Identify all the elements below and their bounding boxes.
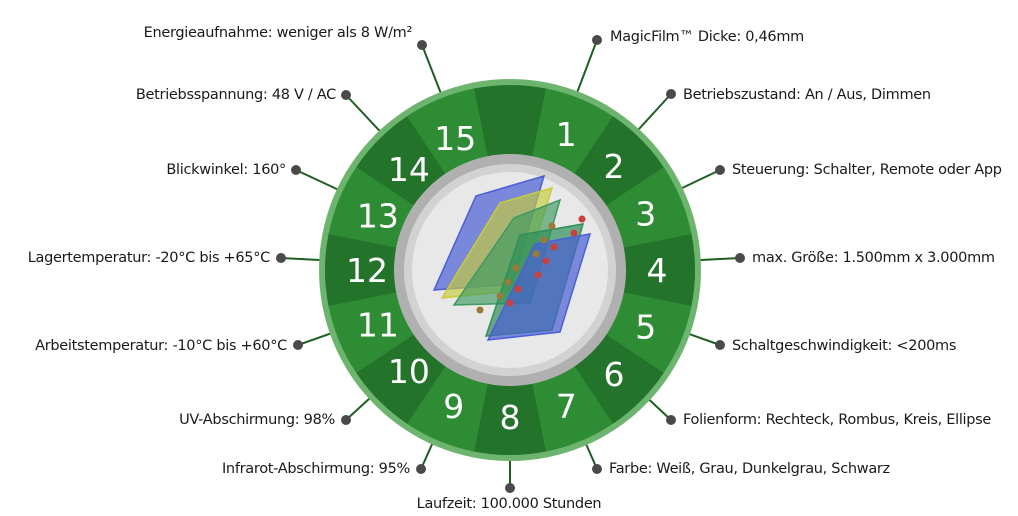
segment-number-1: 1 [556, 115, 577, 154]
connector-dot-8 [505, 483, 515, 493]
connector-line-13 [295, 169, 342, 193]
film-layer-5 [486, 233, 592, 341]
segment-number-12: 12 [346, 251, 388, 290]
segment-number-10: 10 [388, 352, 430, 391]
feature-label-8: Laufzeit: 100.000 Stunden [416, 496, 602, 512]
connector-line-3 [677, 169, 721, 191]
connector-dot-13 [291, 165, 301, 175]
particle [504, 278, 512, 286]
segment-1 [531, 88, 613, 179]
feature-label-11: Arbeitstemperatur: -10°C bis +60°C [35, 338, 287, 354]
particle [506, 299, 514, 307]
connector-dot-11 [293, 340, 303, 350]
connector-line-9 [420, 439, 435, 470]
connector-line-7 [583, 440, 598, 470]
feature-label-13: Blickwinkel: 160° [166, 162, 286, 178]
segment-number-15: 15 [434, 119, 476, 158]
segment-14 [356, 116, 449, 209]
segment-10 [356, 331, 449, 424]
segment-2 [571, 116, 664, 209]
segment-3 [601, 167, 692, 249]
particle [534, 271, 542, 279]
connector-dot-14 [341, 90, 351, 100]
connector-line-15 [421, 44, 444, 98]
feature-label-9: Infrarot-Abschirmung: 95% [221, 461, 410, 477]
connector-line-1 [574, 39, 598, 97]
connector-dot-2 [666, 89, 676, 99]
feature-label-5: Schaltgeschwindigkeit: <200ms [732, 338, 957, 354]
feature-label-14: Betriebsspannung: 48 V / AC [135, 87, 336, 103]
particle [540, 236, 548, 244]
segment-number-11: 11 [357, 306, 399, 345]
connector-line-12 [280, 257, 325, 262]
segment-13 [328, 167, 419, 249]
feature-label-7: Farbe: Weiß, Grau, Dunkelgrau, Schwarz [609, 461, 890, 477]
particle [542, 257, 550, 265]
segment-9 [407, 361, 489, 452]
connector-dot-6 [666, 415, 676, 425]
segment-number-9: 9 [443, 387, 464, 426]
particle [532, 250, 540, 258]
feature-label-1: MagicFilm™ Dicke: 0,46mm [610, 29, 804, 45]
segment-number-14: 14 [388, 150, 430, 189]
segment-11 [328, 291, 419, 373]
connector-dot-5 [715, 340, 725, 350]
connector-line-4 [695, 257, 741, 262]
particle [570, 229, 578, 237]
feature-label-10: UV-Abschirmung: 98% [179, 412, 335, 428]
segment-blank [473, 84, 547, 163]
feature-label-2: Betriebszustand: An / Aus, Dimmen [683, 87, 931, 103]
connector-dot-9 [416, 464, 426, 474]
connector-line-6 [645, 396, 672, 421]
connector-line-11 [297, 331, 335, 346]
feature-label-6: Folienform: Rechteck, Rombus, Kreis, Ell… [683, 412, 992, 428]
connector-line-5 [684, 331, 721, 346]
feature-label-15: Energieaufnahme: weniger als 8 W/m² [143, 25, 413, 41]
particle [578, 215, 586, 223]
segment-number-2: 2 [603, 147, 624, 186]
connector-line-10 [345, 394, 374, 421]
connector-line-2 [634, 93, 672, 134]
segment-6 [571, 331, 664, 424]
connector-dot-15 [417, 40, 427, 50]
connector-dot-3 [715, 165, 725, 175]
particle [514, 285, 522, 293]
connector-dot-4 [735, 253, 745, 263]
segment-5 [601, 291, 692, 373]
connector-dot-10 [341, 415, 351, 425]
particle [512, 264, 520, 272]
particle [476, 306, 484, 314]
segment-number-4: 4 [647, 251, 668, 290]
connector-line-14 [345, 94, 384, 135]
segment-number-5: 5 [635, 307, 656, 346]
feature-label-4: max. Größe: 1.500mm x 3.000mm [752, 250, 995, 266]
segment-number-8: 8 [500, 398, 521, 437]
particle [496, 292, 504, 300]
particle [548, 222, 556, 230]
segment-7 [531, 361, 613, 452]
segment-number-13: 13 [357, 196, 399, 235]
feature-label-12: Lagertemperatur: -20°C bis +65°C [27, 250, 271, 266]
segment-8 [473, 377, 547, 456]
segment-12 [325, 233, 403, 307]
segment-4 [617, 233, 695, 307]
particle [550, 243, 558, 251]
segment-number-6: 6 [603, 355, 624, 394]
segment-number-3: 3 [635, 195, 656, 234]
connector-dot-12 [276, 253, 286, 263]
connector-dot-1 [592, 35, 602, 45]
connector-dot-7 [592, 464, 602, 474]
segment-number-7: 7 [556, 387, 577, 426]
segment-15 [407, 88, 489, 179]
feature-label-3: Steuerung: Schalter, Remote oder App [732, 162, 1002, 178]
